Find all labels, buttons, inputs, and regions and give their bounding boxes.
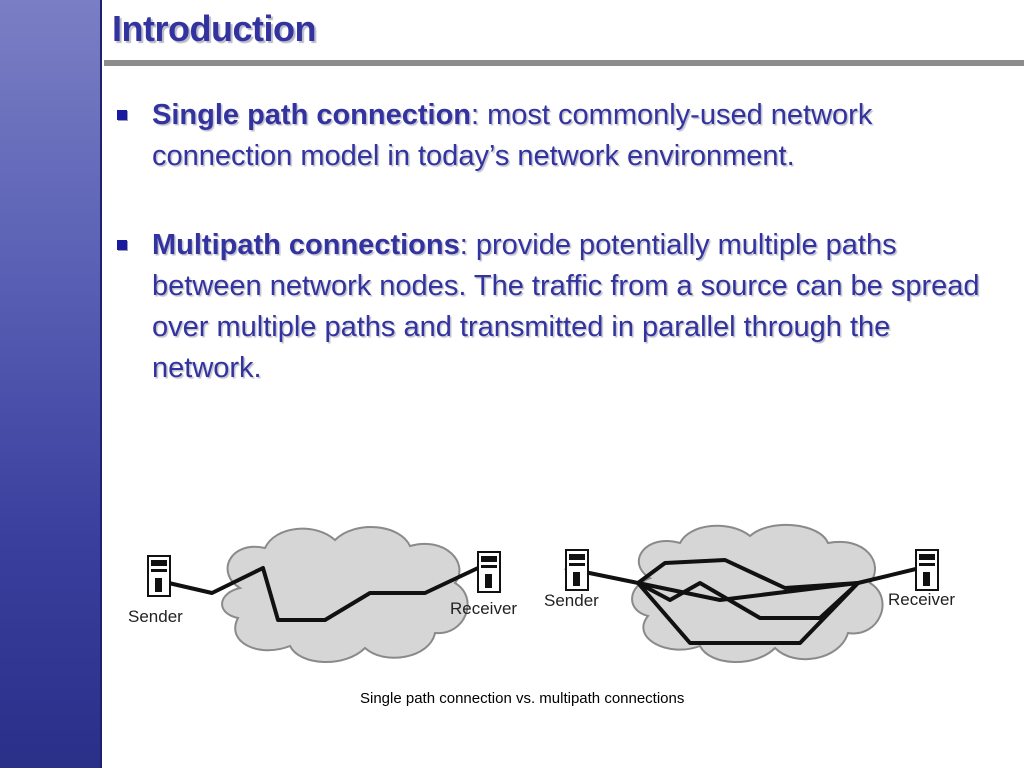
title-divider bbox=[104, 60, 1024, 66]
server-icon bbox=[915, 549, 939, 591]
bullet-single-path: Single path connection: most commonly-us… bbox=[112, 95, 992, 177]
bullet-term: Multipath connections bbox=[152, 229, 460, 261]
bullet-term: Single path connection bbox=[152, 99, 472, 131]
bullet-text: : provide potentially multiple paths bet… bbox=[152, 229, 980, 384]
server-icon bbox=[477, 551, 501, 593]
receiver-label: Receiver bbox=[450, 599, 517, 618]
figure-caption: Single path connection vs. multipath con… bbox=[360, 690, 685, 707]
sidebar-decoration bbox=[0, 0, 102, 768]
network-diagram: Sender Receiver Sender bbox=[128, 523, 955, 663]
sender-label: Sender bbox=[128, 607, 183, 626]
multi-path-4 bbox=[637, 581, 859, 602]
bullet-square-icon bbox=[117, 240, 127, 250]
multi-connection-paths bbox=[564, 558, 921, 645]
multipath-diagram: Sender Receiver bbox=[544, 523, 955, 663]
multi-path-3 bbox=[636, 581, 860, 645]
multi-path-2 bbox=[636, 558, 859, 590]
slide-title: Introduction bbox=[112, 8, 316, 49]
server-icon bbox=[147, 555, 171, 597]
single-path-diagram: Sender Receiver bbox=[128, 526, 517, 663]
cloud-shape bbox=[221, 526, 469, 663]
multi-path-receiver bbox=[857, 566, 921, 585]
single-connection-path bbox=[159, 566, 479, 622]
bullet-multipath: Multipath connections: provide potential… bbox=[112, 225, 992, 389]
server-icon bbox=[565, 549, 589, 591]
bullet-text: : most commonly-used network connection … bbox=[152, 99, 873, 172]
sender-label: Sender bbox=[544, 591, 599, 610]
bullet-square-icon bbox=[117, 110, 127, 120]
bullet-list: Single path connection: most commonly-us… bbox=[112, 95, 992, 437]
receiver-label: Receiver bbox=[888, 590, 955, 609]
